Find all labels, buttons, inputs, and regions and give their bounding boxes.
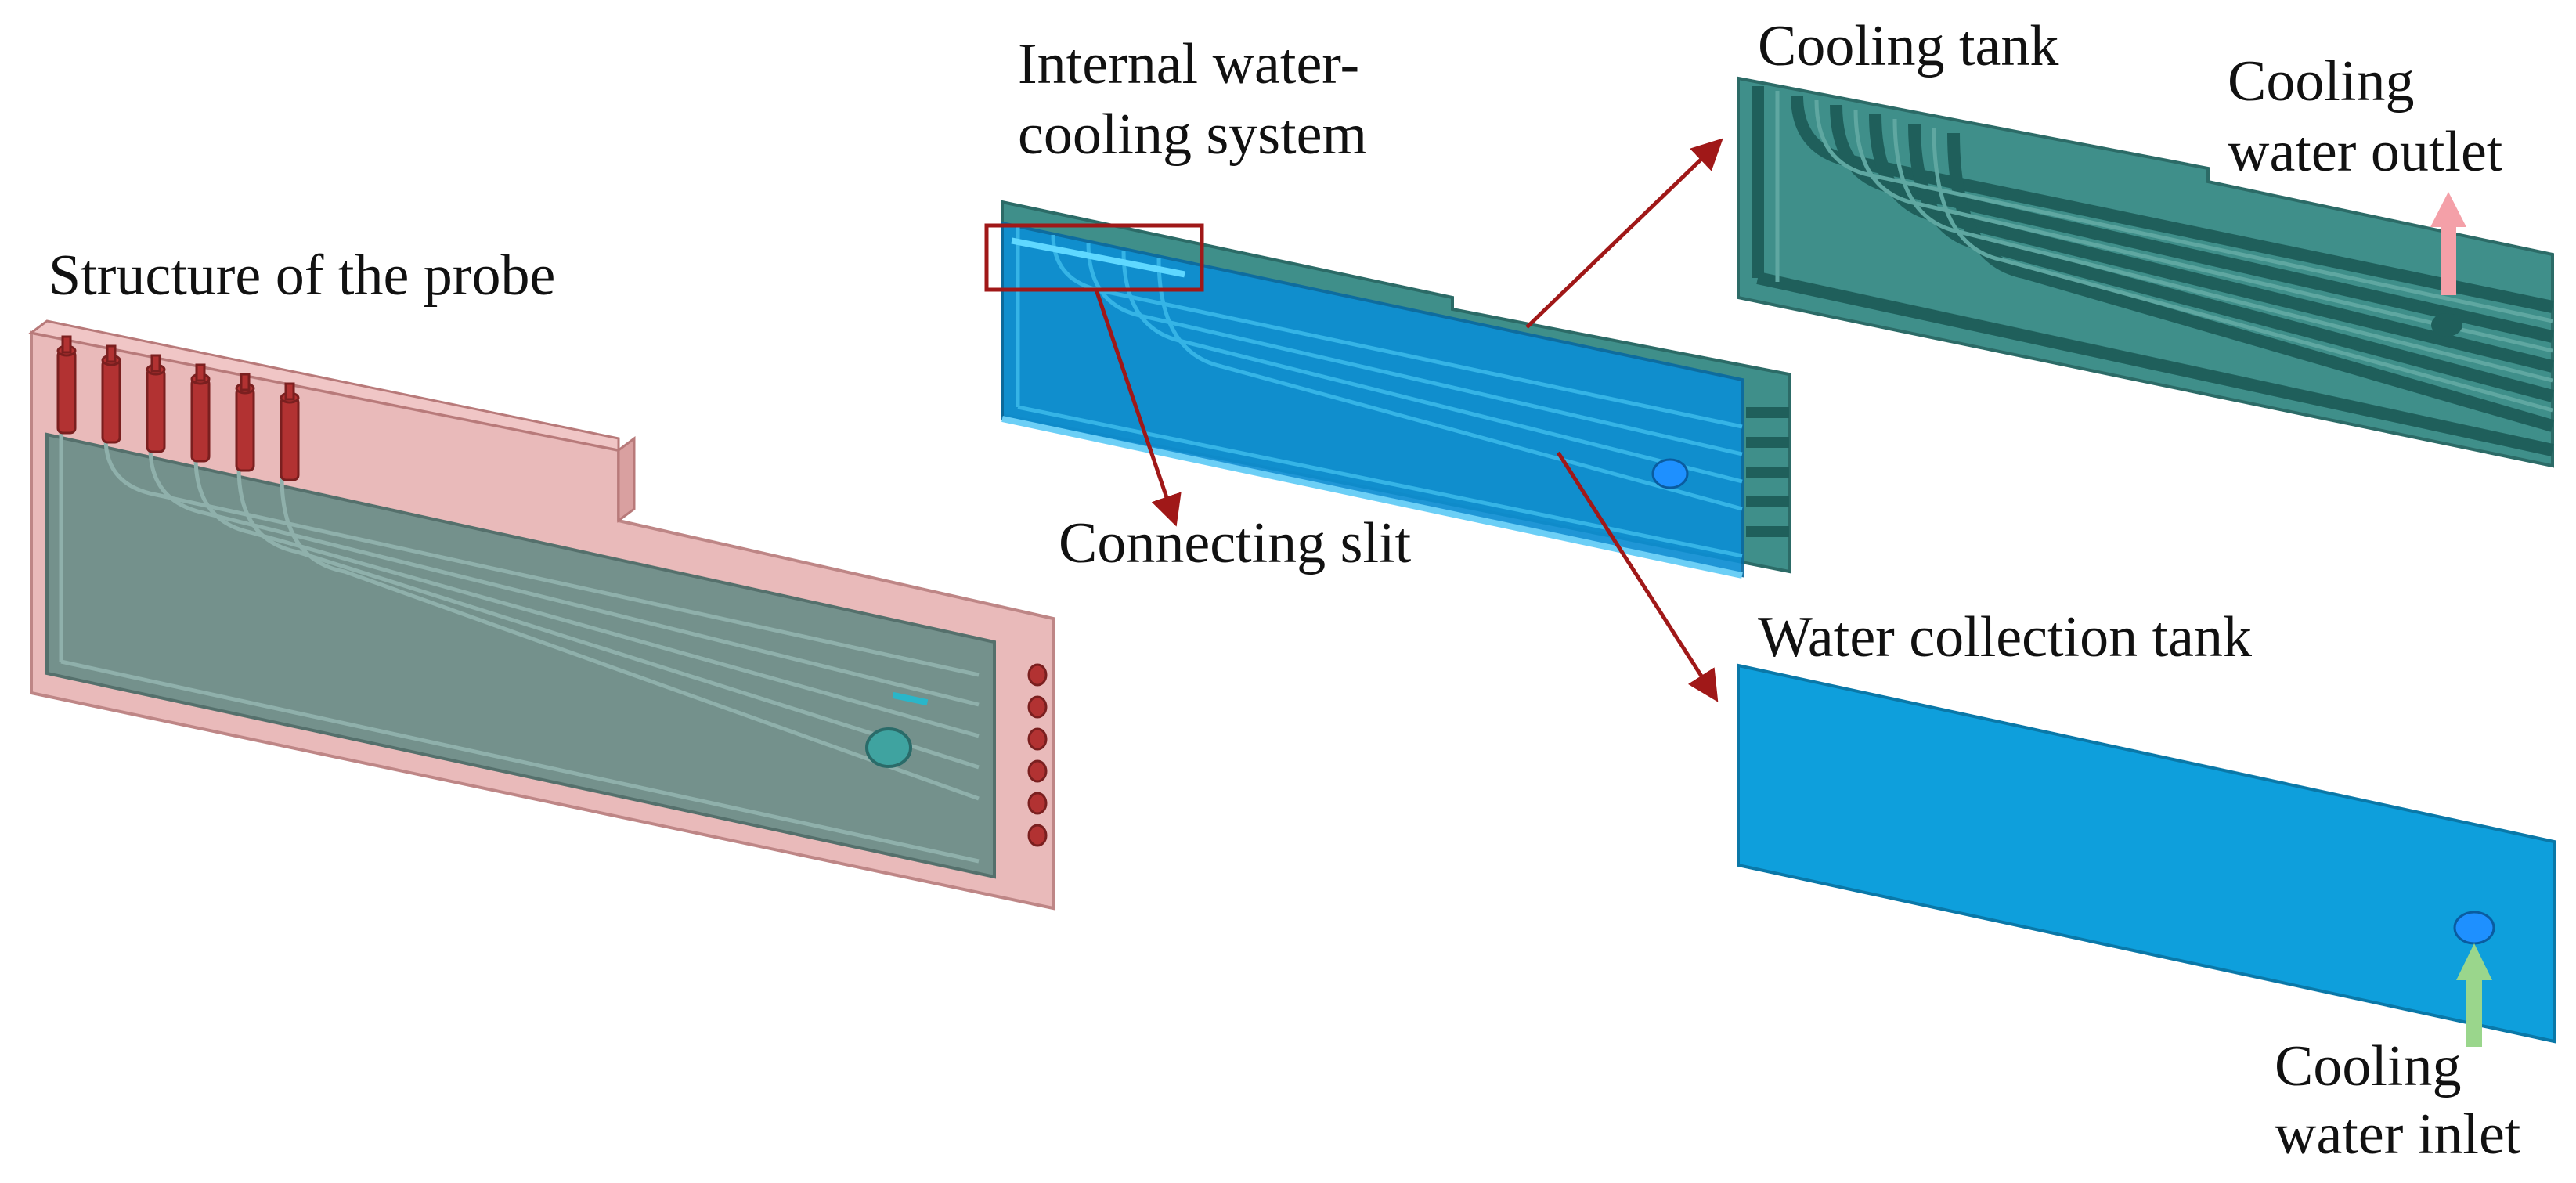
outlet-arrow (2430, 192, 2466, 295)
label-water-collection-tank: Water collection tank (1758, 605, 2252, 669)
label-outlet-line2: water outlet (2228, 120, 2503, 184)
inlet-arrow (2456, 943, 2492, 1047)
probe-assembly (28, 319, 1055, 911)
probe-inner-channels (59, 427, 980, 864)
connecting-slit-box (984, 223, 1204, 292)
probe-slot (892, 691, 929, 706)
connecting-slit-highlight (1011, 237, 1185, 278)
probe-inlet-hole (865, 727, 912, 768)
label-outlet-line1: Cooling (2228, 49, 2415, 114)
label-cooling-tank: Cooling tank (1758, 14, 2059, 78)
internal-inlet-hole (1651, 458, 1689, 489)
internal-right-fins (1746, 407, 1789, 537)
probe-step (617, 436, 636, 523)
arrow-to-connecting-slit (1094, 289, 1182, 527)
arrow-to-cooling-tank (1525, 138, 1723, 329)
cooling-tank-outlet-hole (2431, 313, 2462, 337)
label-connecting-slit: Connecting slit (1059, 511, 1412, 575)
label-internal-line1: Internal water- (1018, 32, 1360, 96)
water-collection-tank-inlet-hole (2453, 911, 2495, 945)
probe-shell-top (28, 319, 620, 452)
cooling-tank-ridges (1775, 91, 2553, 413)
probe-inner-body (45, 432, 996, 879)
label-structure-of-probe: Structure of the probe (49, 243, 556, 308)
probe-top-pipes (56, 335, 300, 481)
probe-side-pipes (1027, 663, 1048, 847)
water-collection-tank (1737, 663, 2556, 1044)
arrow-to-water-collection-tank (1556, 451, 1719, 702)
connector-arrows (1094, 138, 1723, 702)
cooling-tank-grooves (1752, 86, 2555, 456)
label-inlet-line2: water inlet (2275, 1102, 2521, 1167)
label-internal-line2: cooling system (1018, 103, 1368, 167)
cooling-tank (1737, 76, 2555, 468)
water-collection-tank-body (1737, 663, 2556, 1044)
label-inlet-line1: Cooling (2275, 1034, 2462, 1098)
internal-cooling-system (984, 200, 1791, 579)
